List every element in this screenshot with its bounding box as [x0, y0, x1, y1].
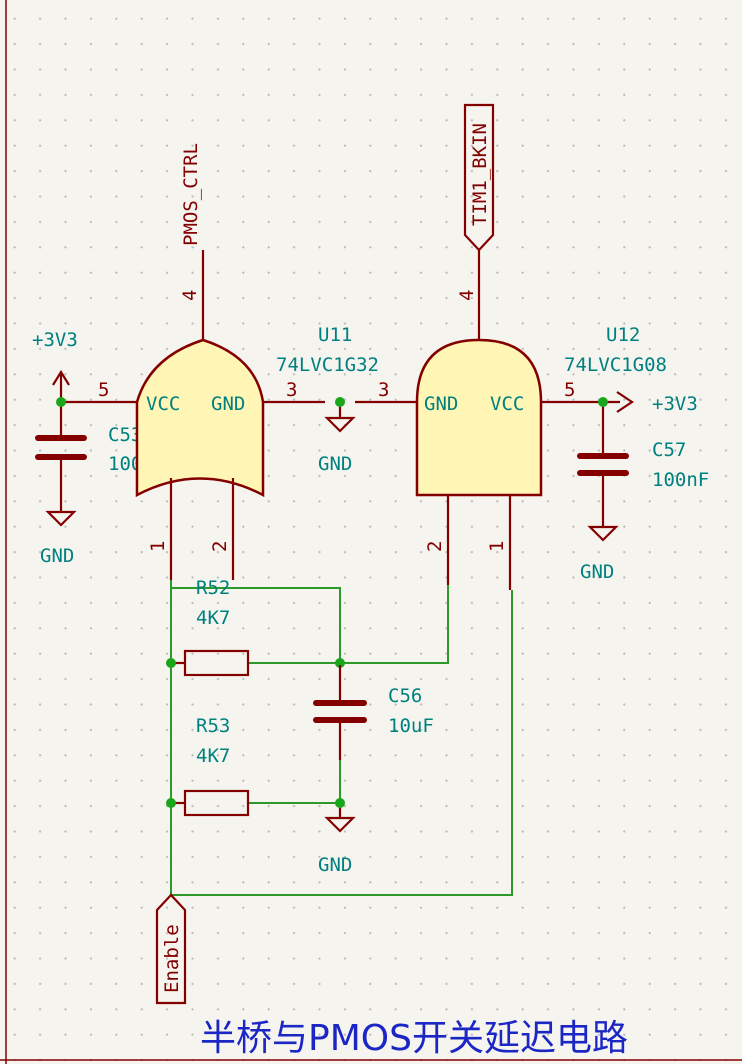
junction-r53-left [166, 798, 176, 808]
u12-pin-5: 5 [564, 379, 575, 401]
u11-pin-1: 1 [147, 541, 169, 552]
u12-pin-4: 4 [456, 290, 478, 301]
junction-gnd-mid [335, 397, 345, 407]
junction-r53-right [335, 798, 345, 808]
u12-pin-2: 2 [424, 541, 446, 552]
junction-left-supply [56, 397, 66, 407]
enable-label: Enable [161, 924, 183, 993]
sheet-title: 半桥与PMOS开关延迟电路 [200, 1018, 628, 1059]
u11-gnd-label: GND [211, 393, 245, 415]
u11-value: 74LVC1G32 [276, 354, 379, 376]
u11-pin-2: 2 [209, 541, 231, 552]
u11-pin-4: 4 [179, 290, 201, 301]
junction-r52-left [166, 658, 176, 668]
c53-ref: C53 [108, 424, 142, 446]
u11-pin-3: 3 [286, 379, 297, 401]
c57-ref: C57 [652, 439, 686, 461]
c56-ref: C56 [388, 685, 422, 707]
u12-pin-3: 3 [378, 379, 389, 401]
left-supply-and-c53 [35, 369, 137, 527]
gnd-label-c57: GND [580, 561, 614, 583]
u12-ref: U12 [606, 324, 640, 346]
c56-value: 10uF [388, 715, 434, 737]
u11-or-gate [135, 250, 325, 580]
u12-value: 74LVC1G08 [564, 354, 667, 376]
tim1-bkin-label-shape [463, 103, 495, 252]
c57-value: 100nF [652, 469, 709, 491]
right-supply-label: +3V3 [652, 393, 698, 415]
c57-capacitor [577, 402, 629, 542]
u11-pin-5: 5 [98, 379, 109, 401]
gnd-label-mid: GND [318, 453, 352, 475]
c56-capacitor [313, 665, 367, 833]
pmos-ctrl-label: PMOS_CTRL [180, 143, 202, 246]
wires [170, 580, 513, 896]
left-supply-label: +3V3 [32, 329, 78, 351]
r53-value: 4K7 [196, 745, 230, 767]
u12-and-gate [415, 250, 634, 590]
junction-r52-right [335, 658, 345, 668]
r52-value: 4K7 [196, 607, 230, 629]
u11-ref: U11 [318, 324, 352, 346]
u12-gnd-label: GND [424, 393, 458, 415]
u12-vcc-label: VCC [490, 393, 524, 415]
gnd-label-c53: GND [40, 545, 74, 567]
u11-vcc-label: VCC [146, 393, 180, 415]
gnd-label-c56: GND [318, 854, 352, 876]
enable-label-shape [155, 893, 187, 1005]
r53-ref: R53 [196, 715, 230, 737]
tim1-bkin-label: TIM1_BKIN [469, 123, 491, 226]
junction-right-supply [598, 397, 608, 407]
r52-ref: R52 [196, 577, 230, 599]
u12-pin-1: 1 [486, 541, 508, 552]
